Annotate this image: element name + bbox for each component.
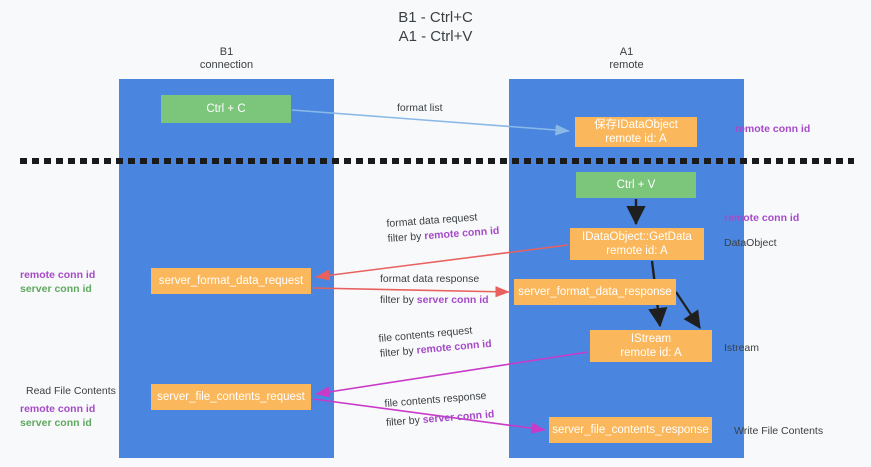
node-istream[interactable]: IStream remote id: A bbox=[590, 330, 712, 362]
node-server-file-contents-request[interactable]: server_file_contents_request bbox=[151, 384, 311, 410]
node-ctrl-c[interactable]: Ctrl + C bbox=[161, 95, 291, 123]
column-header-b1: B1 connection bbox=[199, 46, 254, 71]
annotation-istream: Istream bbox=[724, 342, 760, 354]
node-idataobject-getdata[interactable]: IDataObject::GetData remote id: A bbox=[570, 228, 704, 260]
annotation-remote-conn-id-middle: remote conn id bbox=[724, 212, 800, 224]
node-server-format-data-request[interactable]: server_format_data_request bbox=[151, 268, 311, 294]
annotation-remote-conn-id: remote conn id bbox=[20, 269, 96, 281]
annotation-remote-conn-id: remote conn id bbox=[20, 403, 96, 415]
filter-by-text: filter by bbox=[387, 230, 425, 245]
edge-label-format-data-request: format data request filter by remote con… bbox=[386, 209, 500, 247]
edge-label-file-contents-request: file contents request filter by remote c… bbox=[378, 322, 492, 362]
node-server-file-contents-response[interactable]: server_file_contents_response bbox=[549, 417, 712, 443]
edge-label-format-data-response: format data response filter by server co… bbox=[380, 272, 489, 308]
filter-by-text: filter by bbox=[385, 413, 424, 429]
filter-by-text: filter by bbox=[380, 294, 417, 306]
node-save-idataobject[interactable]: 保存IDataObject remote id: A bbox=[575, 117, 697, 147]
filter-by-text: filter by bbox=[379, 344, 418, 360]
annotation-read-file-contents: Read File Contents bbox=[26, 385, 116, 397]
annotation-server-conn-id: server conn id bbox=[20, 283, 92, 295]
node-ctrl-v[interactable]: Ctrl + V bbox=[576, 172, 696, 198]
edge-label-line2: filter by server conn id bbox=[380, 293, 489, 308]
annotation-left-conn-ids-bottom: remote conn id server conn id bbox=[20, 402, 95, 430]
node-server-format-data-response[interactable]: server_format_data_response bbox=[514, 279, 676, 305]
edge-label-file-contents-response: file contents response filter by server … bbox=[384, 388, 495, 431]
conn-id-key: remote conn id bbox=[423, 224, 500, 243]
column-header-a1: A1 remote bbox=[609, 46, 644, 71]
page-title: B1 - Ctrl+C A1 - Ctrl+V bbox=[398, 9, 473, 45]
annotation-dataobject: DataObject bbox=[724, 237, 777, 249]
annotation-write-file-contents: Write File Contents bbox=[734, 425, 824, 437]
conn-id-key: server conn id bbox=[416, 294, 489, 306]
annotation-server-conn-id: server conn id bbox=[20, 417, 92, 429]
edge-label-line1: format data response bbox=[380, 273, 480, 285]
annotation-left-conn-ids-top: remote conn id server conn id bbox=[20, 268, 95, 296]
phase-divider bbox=[20, 158, 854, 164]
edge-label-format-list: format list bbox=[397, 102, 443, 114]
annotation-remote-conn-id-top: remote conn id bbox=[735, 123, 811, 135]
